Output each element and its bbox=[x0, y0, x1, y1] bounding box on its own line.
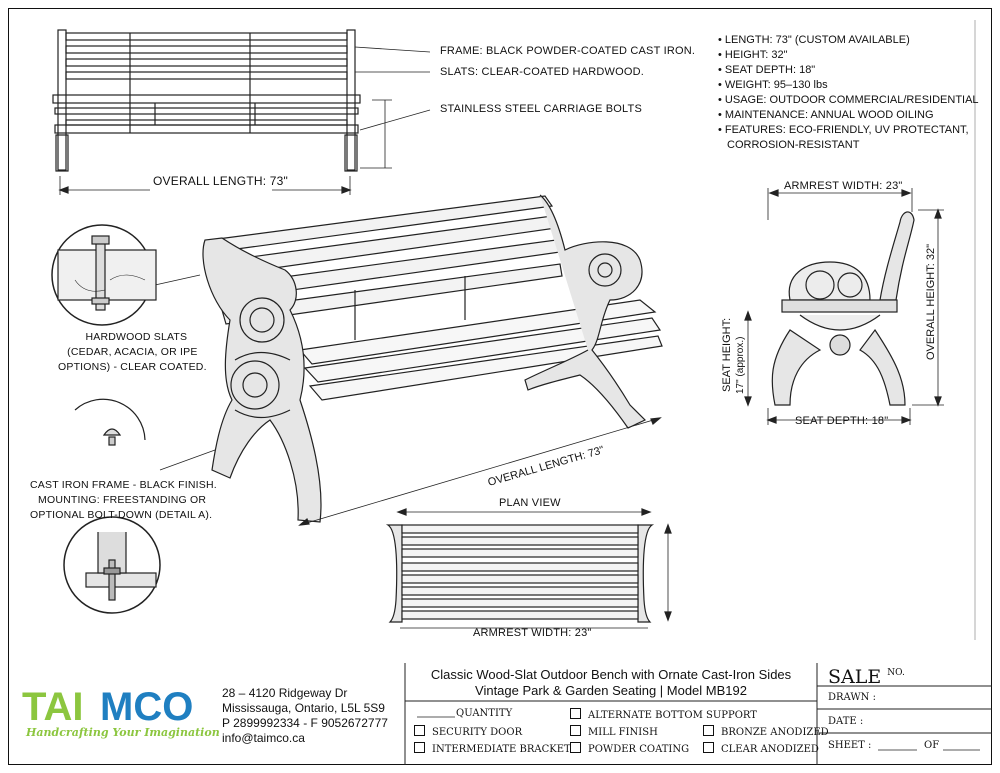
checkbox-icon[interactable] bbox=[703, 742, 714, 753]
spec-item: • FEATURES: ECO-FRIENDLY, UV PROTECTANT, bbox=[718, 124, 969, 136]
product-title: Classic Wood-Slat Outdoor Bench with Orn… bbox=[430, 667, 792, 698]
drawing-sheet-border bbox=[8, 8, 992, 765]
spec-item: • HEIGHT: 32" bbox=[718, 49, 788, 61]
taimco-logo-mark: TAI MCO bbox=[22, 685, 193, 729]
seat-height-approx-label: 17" (approx.) bbox=[735, 337, 746, 394]
checkbox-icon[interactable] bbox=[414, 742, 425, 753]
bolts-callout: STAINLESS STEEL CARRIAGE BOLTS bbox=[440, 103, 643, 115]
company-email[interactable]: info@taimco.ca bbox=[222, 731, 305, 745]
intermediate-bracket-option[interactable]: INTERMEDIATE BRACKET bbox=[414, 742, 571, 755]
slats-callout: SLATS: CLEAR-COATED HARDWOOD. bbox=[440, 66, 645, 78]
detail-circles bbox=[51, 224, 161, 614]
svg-text:TAI: TAI bbox=[22, 685, 83, 729]
isometric-bench-view bbox=[154, 194, 663, 526]
spec-list: • LENGTH: 73" (CUSTOM AVAILABLE) • HEIGH… bbox=[718, 33, 979, 153]
plan-view-drawing bbox=[385, 508, 672, 629]
overall-length-iso-label: OVERALL LENGTH: 73" bbox=[487, 444, 606, 489]
alternate-bottom-option[interactable]: ALTERNATE BOTTOM SUPPORT bbox=[570, 708, 757, 721]
company-logo: TAI MCO bbox=[22, 684, 207, 747]
spec-item: • USAGE: OUTDOOR COMMERCIAL/RESIDENTIAL bbox=[718, 94, 979, 106]
armrest-width-top-label: ARMREST WIDTH: 23" bbox=[784, 180, 903, 192]
sheet-field: SHEET : bbox=[828, 740, 872, 751]
side-elevation-view bbox=[744, 188, 944, 425]
checkbox-icon[interactable] bbox=[414, 725, 425, 736]
spec-item: • SEAT DEPTH: 18" bbox=[718, 64, 816, 76]
front-elevation-view bbox=[52, 29, 431, 195]
overall-height-label: OVERALL HEIGHT: 32" bbox=[925, 244, 937, 360]
checkbox-icon[interactable] bbox=[570, 708, 581, 719]
powder-coating-option[interactable]: POWDER COATING bbox=[570, 742, 689, 755]
checkbox-icon[interactable] bbox=[703, 725, 714, 736]
armrest-width-bottom-label: ARMREST WIDTH: 23" bbox=[473, 627, 592, 639]
security-door-option[interactable]: SECURITY DOOR bbox=[414, 725, 522, 738]
date-field: DATE : bbox=[828, 716, 864, 727]
checkbox-icon[interactable] bbox=[570, 725, 581, 736]
spec-item: • LENGTH: 73" (CUSTOM AVAILABLE) bbox=[718, 34, 910, 46]
hardwood-slats-callout: HARDWOOD SLATS (CEDAR, ACACIA, OR IPE OP… bbox=[58, 331, 207, 373]
sale-heading: SALE NO. bbox=[828, 666, 905, 688]
spec-item: • MAINTENANCE: ANNUAL WOOD OILING bbox=[718, 109, 934, 121]
bronze-anodized-option[interactable]: BRONZE ANODIZED bbox=[703, 725, 829, 738]
seat-height-label: SEAT HEIGHT: bbox=[721, 318, 733, 392]
clear-anodized-option[interactable]: CLEAR ANODIZED bbox=[703, 742, 819, 755]
plan-view-label: PLAN VIEW bbox=[499, 497, 561, 509]
company-address: 28 – 4120 Ridgeway Dr Mississauga, Ontar… bbox=[222, 686, 388, 745]
checkbox-icon[interactable] bbox=[570, 742, 581, 753]
cast-iron-callout: CAST IRON FRAME - BLACK FINISH. MOUNTING… bbox=[30, 479, 217, 521]
spec-item: CORROSION-RESISTANT bbox=[727, 139, 860, 151]
sheet-of-label: OF bbox=[924, 740, 940, 751]
company-tagline: Handcrafting Your Imagination bbox=[26, 726, 220, 739]
title-block-grid bbox=[404, 663, 992, 765]
spec-item: • WEIGHT: 95–130 lbs bbox=[718, 79, 828, 91]
frame-callout: FRAME: BLACK POWDER-COATED CAST IRON. bbox=[440, 45, 696, 57]
overall-length-top-label: OVERALL LENGTH: 73" bbox=[153, 174, 288, 188]
svg-text:MCO: MCO bbox=[100, 685, 193, 729]
mill-finish-option[interactable]: MILL FINISH bbox=[570, 725, 658, 738]
quantity-label: QUANTITY bbox=[456, 708, 513, 719]
drawn-field: DRAWN : bbox=[828, 692, 876, 703]
seat-depth-label: SEAT DEPTH: 18" bbox=[795, 415, 889, 427]
